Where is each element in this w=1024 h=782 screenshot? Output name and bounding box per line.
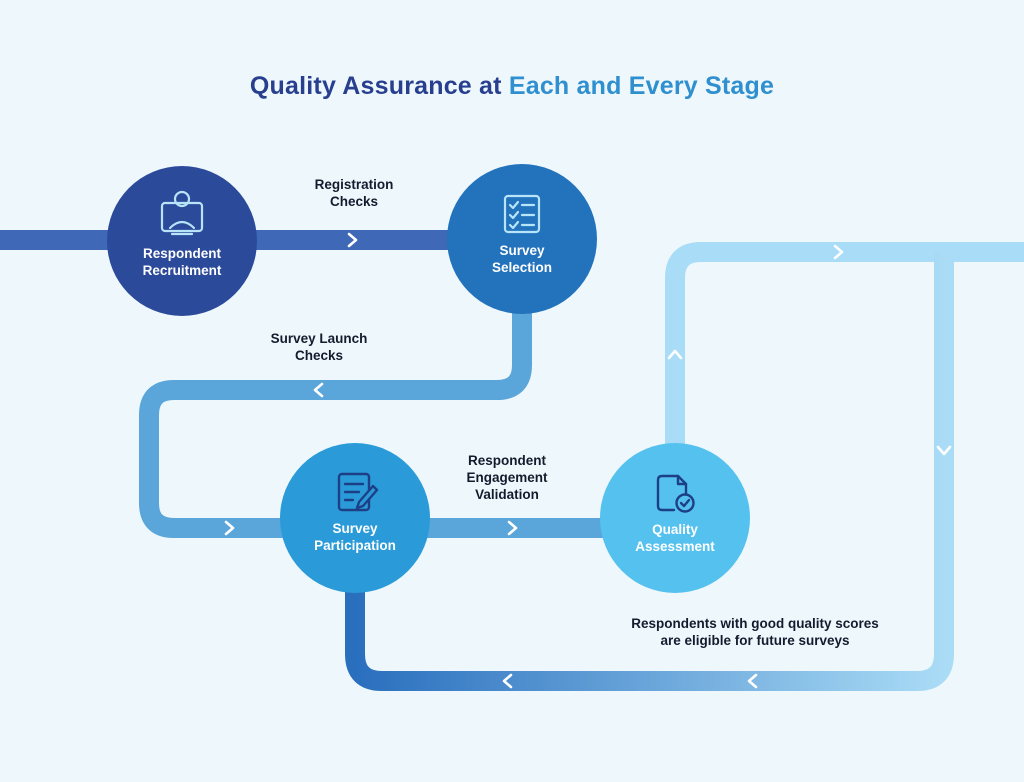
path-return-loop [345,252,954,691]
path-assessment-loop-up [665,242,1024,450]
label-future-eligibility: Respondents with good quality scores are… [631,616,879,648]
label-survey-launch-checks: Survey Launch Checks [270,331,368,363]
node-label-recruitment: Respondent Recruitment [142,246,222,278]
node-quality-assessment [600,443,750,593]
checklist-icon [503,194,541,234]
title-part-1: Quality Assurance at [249,72,509,100]
label-engagement-validation: Respondent Engagement Validation [466,453,548,502]
title-part-2: Each and Every Stage [508,72,775,100]
chevron-down-icon [936,445,952,456]
chevron-right-icon [507,520,518,536]
node-label-selection: Survey Selection [491,243,553,275]
chevron-right-icon [347,232,358,248]
node-survey-selection [447,164,597,314]
page-title: Quality Assurance at Each and Every Stag… [0,72,1024,101]
node-label-participation: Survey Participation [314,521,396,553]
edit-document-icon [337,472,379,512]
path-selection-to-participation [139,285,532,538]
id-badge-icon [160,190,204,236]
document-check-icon [656,474,695,513]
chevron-right-icon [833,244,844,260]
chevron-left-icon [313,382,324,398]
node-label-assessment: Quality Assessment [635,522,715,554]
chevron-left-icon [747,673,758,689]
chevron-left-icon [502,673,513,689]
node-survey-participation [280,443,430,593]
label-registration-checks: Registration Checks [314,177,394,209]
chevron-right-icon [224,520,235,536]
chevron-up-icon [667,349,683,360]
node-respondent-recruitment [107,166,257,316]
